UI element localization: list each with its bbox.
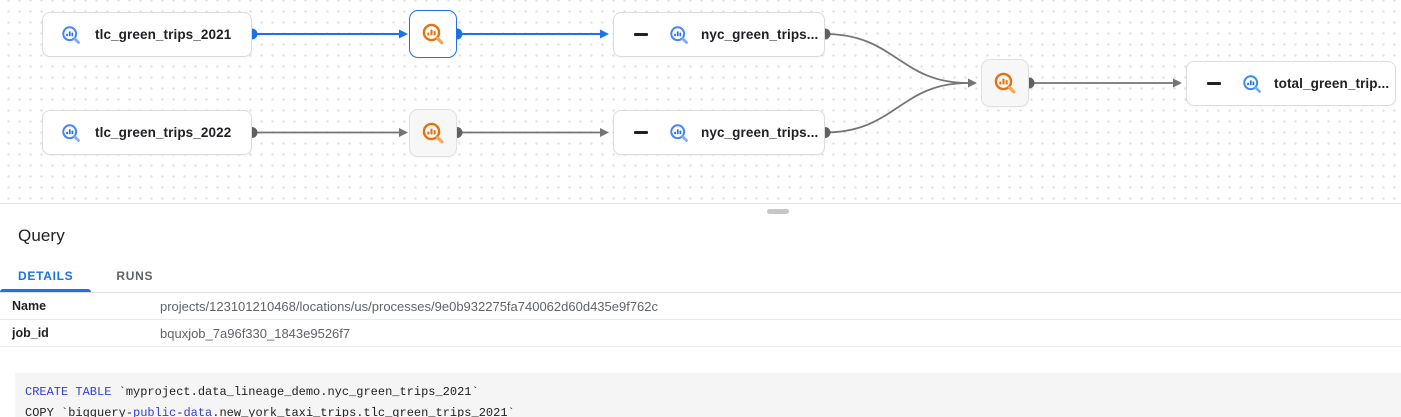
- tab-runs-label: RUNS: [116, 268, 154, 283]
- node-tlc-green-trips-2022[interactable]: tlc_green_trips_2022: [42, 110, 252, 155]
- sql-code-block: CREATE TABLE `myproject.data_lineage_dem…: [15, 373, 1401, 417]
- query-details-panel: Query DETAILS RUNS Name projects/1231012…: [0, 221, 1401, 417]
- tab-bar: DETAILS RUNS: [0, 259, 1401, 293]
- bigquery-process-icon: [420, 120, 446, 146]
- detail-value: bquxjob_7a96f330_1843e9526f7: [160, 325, 351, 341]
- bigquery-table-icon: [60, 24, 82, 46]
- sql-line-2: COPY `bigquery-public-data.new_york_taxi…: [25, 406, 515, 417]
- tab-runs[interactable]: RUNS: [91, 259, 178, 292]
- node-process-selected[interactable]: [409, 10, 457, 58]
- node-label: nyc_green_trips...: [701, 125, 819, 140]
- collapse-icon[interactable]: [634, 33, 648, 36]
- node-process-merge[interactable]: [981, 59, 1029, 107]
- tab-details-label: DETAILS: [18, 268, 74, 283]
- panel-resize-handle[interactable]: [767, 209, 789, 214]
- node-tlc-green-trips-2021[interactable]: tlc_green_trips_2021: [42, 12, 252, 57]
- collapse-icon[interactable]: [634, 131, 648, 134]
- collapse-icon[interactable]: [1207, 82, 1221, 85]
- node-nyc-green-trips-2022[interactable]: nyc_green_trips...: [613, 110, 825, 155]
- detail-row-name: Name projects/123101210468/locations/us/…: [0, 293, 1401, 320]
- detail-value: projects/123101210468/locations/us/proce…: [160, 298, 659, 314]
- detail-row-jobid: job_id bquxjob_7a96f330_1843e9526f7: [0, 320, 1401, 347]
- node-total-green-trips[interactable]: total_green_trip...: [1186, 61, 1396, 106]
- detail-key: Name: [12, 299, 47, 313]
- node-label: total_green_trip...: [1274, 76, 1390, 91]
- bigquery-table-icon: [1241, 73, 1263, 95]
- bigquery-table-icon: [60, 122, 82, 144]
- node-label: tlc_green_trips_2022: [95, 125, 232, 140]
- bigquery-table-icon: [668, 122, 690, 144]
- panel-title: Query: [18, 226, 65, 245]
- bigquery-table-icon: [668, 24, 690, 46]
- detail-key: job_id: [12, 326, 49, 340]
- node-process-2022[interactable]: [409, 109, 457, 157]
- node-label: nyc_green_trips...: [701, 27, 819, 42]
- bigquery-process-icon: [992, 70, 1018, 96]
- sql-line-1: CREATE TABLE `myproject.data_lineage_dem…: [25, 385, 479, 399]
- lineage-graph-canvas[interactable]: tlc_green_trips_2021 nyc_green_trips... …: [0, 0, 1401, 204]
- tab-details[interactable]: DETAILS: [0, 259, 92, 292]
- node-nyc-green-trips-2021[interactable]: nyc_green_trips...: [613, 12, 825, 57]
- panel-divider: [0, 204, 1401, 221]
- node-label: tlc_green_trips_2021: [95, 27, 232, 42]
- bigquery-process-icon: [420, 21, 446, 47]
